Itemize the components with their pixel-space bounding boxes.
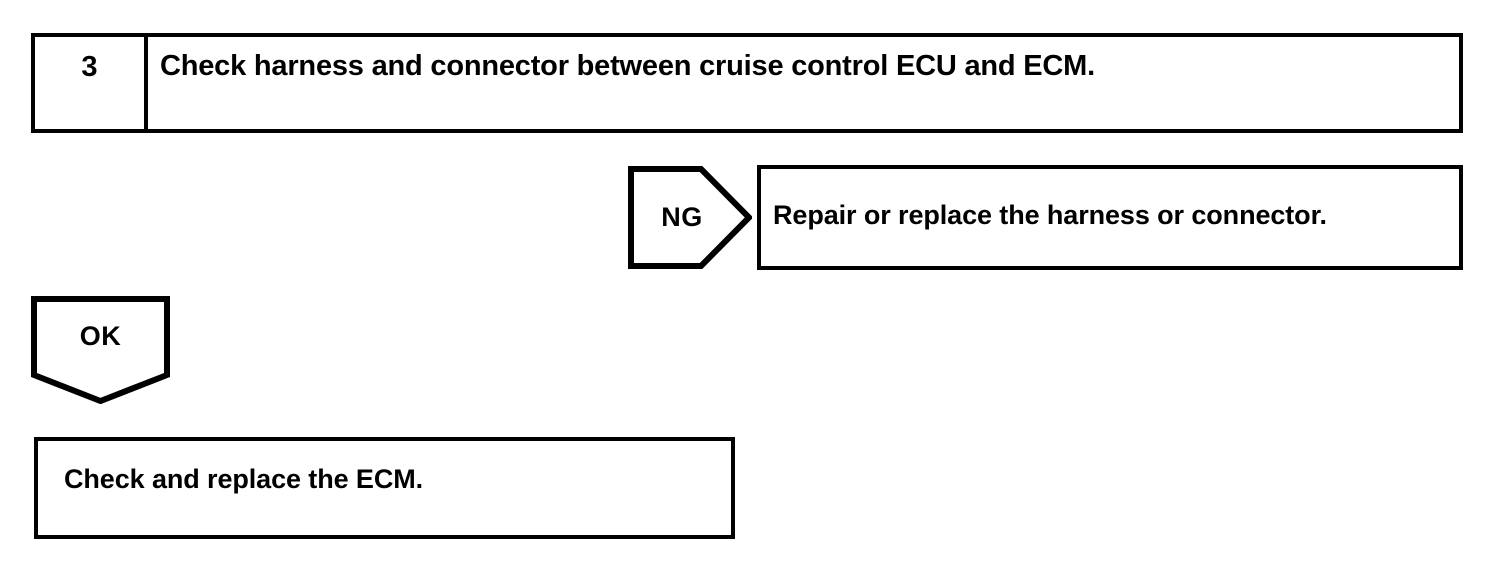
ok-pentagon-arrow-icon — [31, 296, 170, 404]
ok-action-text: Check and replace the ECM. — [64, 464, 424, 494]
ng-branch-label: NG — [661, 202, 703, 232]
step-instruction-text: Check harness and connector between crui… — [160, 50, 1095, 82]
step-number: 3 — [81, 51, 98, 83]
ng-pentagon-arrow-icon — [628, 166, 752, 269]
ng-action-box: Repair or replace the harness or connect… — [757, 165, 1463, 270]
ok-branch-tag: OK — [31, 296, 170, 404]
ng-branch-tag: NG — [628, 166, 752, 269]
step-box: 3 Check harness and connector between cr… — [31, 33, 1463, 133]
ng-action-text: Repair or replace the harness or connect… — [773, 200, 1327, 230]
ok-action-box: Check and replace the ECM. — [34, 437, 735, 539]
ok-branch-label: OK — [79, 320, 122, 351]
step-box-divider — [144, 37, 148, 129]
